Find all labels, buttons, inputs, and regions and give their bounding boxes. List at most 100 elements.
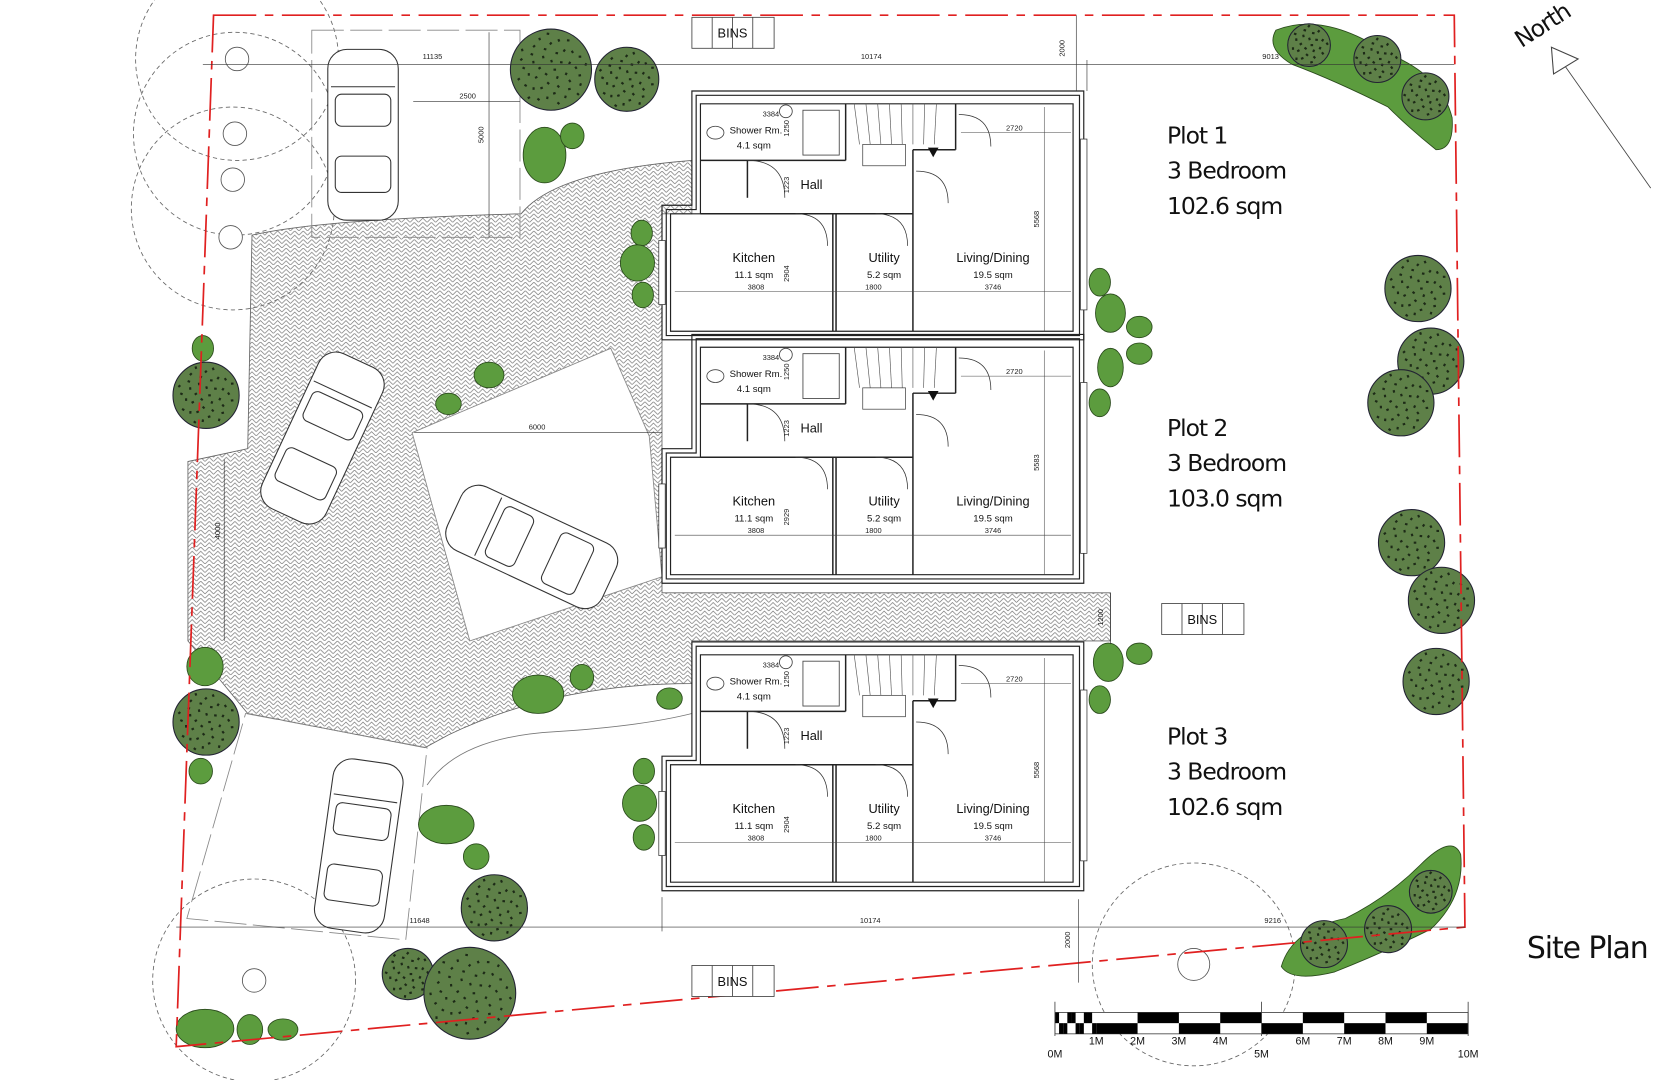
window: [658, 240, 666, 305]
room-label-shower: Shower Rm.: [730, 677, 783, 688]
shrub: [622, 784, 658, 822]
dim-kitchen-width: 3808: [748, 834, 765, 843]
stair-tread: [900, 654, 903, 696]
outer-wall: [661, 333, 1085, 584]
scale-segment: [1087, 1012, 1093, 1024]
door-swing: [875, 456, 908, 490]
car-top-left: [327, 48, 399, 221]
dim-hall-depth: 1223: [782, 177, 791, 194]
shrub: [1088, 685, 1111, 714]
tree-trunks: [218, 46, 1211, 993]
plot-3-name: Plot 3: [1167, 722, 1227, 750]
dim-living-width: 3746: [985, 834, 1002, 843]
outer-wall-inner: [665, 645, 1081, 888]
scale-segment: [1385, 1012, 1427, 1024]
dim-bottom-right: 9216: [1264, 916, 1281, 925]
stair-tread: [877, 347, 882, 388]
room-area-shower: 4.1 sqm: [737, 692, 771, 703]
dim-living-top: 2720: [1006, 674, 1023, 683]
plot-3-type: 3 Bedroom: [1167, 758, 1286, 786]
dimension-labels: 11135 10174 9013 2000 2500 5000 6000 400…: [213, 40, 1281, 948]
basin-icon: [779, 347, 793, 362]
door-swing: [916, 721, 949, 755]
room-area-shower: 4.1 sqm: [737, 141, 771, 152]
scale-segment: [1344, 1023, 1386, 1034]
dim-living-width: 3746: [985, 526, 1002, 535]
room-label-hall: Hall: [800, 421, 822, 436]
room-area-living: 19.5 sqm: [973, 821, 1012, 832]
tree: [1353, 34, 1402, 84]
dim-bottom-setback: 2000: [1063, 932, 1072, 949]
bins-top: BINS: [691, 16, 775, 49]
stair-tread: [900, 347, 903, 388]
door-swing: [958, 357, 992, 390]
dim-utility-width: 1800: [865, 834, 882, 843]
shrub: [267, 1018, 299, 1041]
shrub: [1092, 642, 1124, 682]
room-label-living: Living/Dining: [956, 250, 1029, 265]
trees: [172, 23, 1476, 1049]
tree: [1299, 920, 1349, 969]
door-swing: [916, 414, 949, 447]
stair-landing: [862, 694, 906, 718]
outer-wall: [661, 90, 1085, 341]
tree: [1287, 23, 1331, 67]
shrub: [462, 843, 490, 870]
car-driveway: [260, 351, 385, 525]
room-label-kitchen: Kitchen: [732, 250, 775, 265]
stair-tread: [889, 103, 892, 145]
window: [1080, 689, 1088, 862]
tree: [509, 28, 593, 111]
scale-segment: [1054, 1012, 1060, 1024]
room-area-living: 19.5 sqm: [973, 513, 1012, 524]
plot-1-name: Plot 1: [1167, 121, 1227, 149]
inner-wall: [669, 346, 1074, 576]
dim-parking-length: 5000: [477, 126, 486, 143]
scale-segment: [1137, 1012, 1179, 1024]
stair-tread: [853, 103, 860, 145]
car-parking-bay: [445, 484, 619, 610]
stair-tread: [865, 103, 871, 145]
scale-label: 9M: [1419, 1036, 1434, 1048]
stair-tread: [889, 347, 892, 388]
room-area-utility: 5.2 sqm: [867, 513, 901, 524]
shrub: [1126, 315, 1153, 339]
shrub: [560, 122, 585, 150]
tree: [594, 46, 660, 112]
scale-label: 2M: [1130, 1036, 1145, 1048]
door-swing: [958, 665, 992, 698]
dim-living-depth: 5583: [1032, 454, 1041, 471]
toilet-icon: [706, 369, 725, 383]
dim-kitchen-depth: 2904: [782, 816, 791, 833]
shrub: [1126, 642, 1153, 665]
plot-2-name: Plot 2: [1167, 414, 1227, 442]
north-label: North: [1510, 0, 1576, 53]
stair-tread: [853, 654, 860, 696]
shower-tray: [802, 109, 840, 156]
stair-tread: [877, 654, 882, 696]
scale-label: 0M: [1048, 1048, 1063, 1060]
tree: [1402, 647, 1470, 716]
tree: [1401, 72, 1450, 121]
dim-hall-depth: 1223: [782, 728, 791, 745]
shrub: [236, 1014, 264, 1045]
stair-tread: [853, 347, 860, 388]
car-bottom-left: [313, 758, 404, 934]
stair-tread: [933, 654, 937, 696]
scale-segment: [1083, 1012, 1088, 1024]
bins-middle: BINS: [1161, 603, 1245, 635]
shower-tray: [802, 660, 840, 707]
shrub: [630, 219, 653, 247]
room-area-living: 19.5 sqm: [973, 270, 1012, 281]
drawing-title: Site Plan: [1527, 931, 1648, 966]
dim-living-top: 2720: [1006, 367, 1023, 376]
shrub: [632, 757, 655, 785]
scale-segment: [1426, 1023, 1469, 1034]
bins-bottom: BINS: [691, 965, 775, 997]
plot-1-area: 102.6 sqm: [1167, 192, 1282, 220]
outer-wall-inner: [665, 338, 1081, 580]
